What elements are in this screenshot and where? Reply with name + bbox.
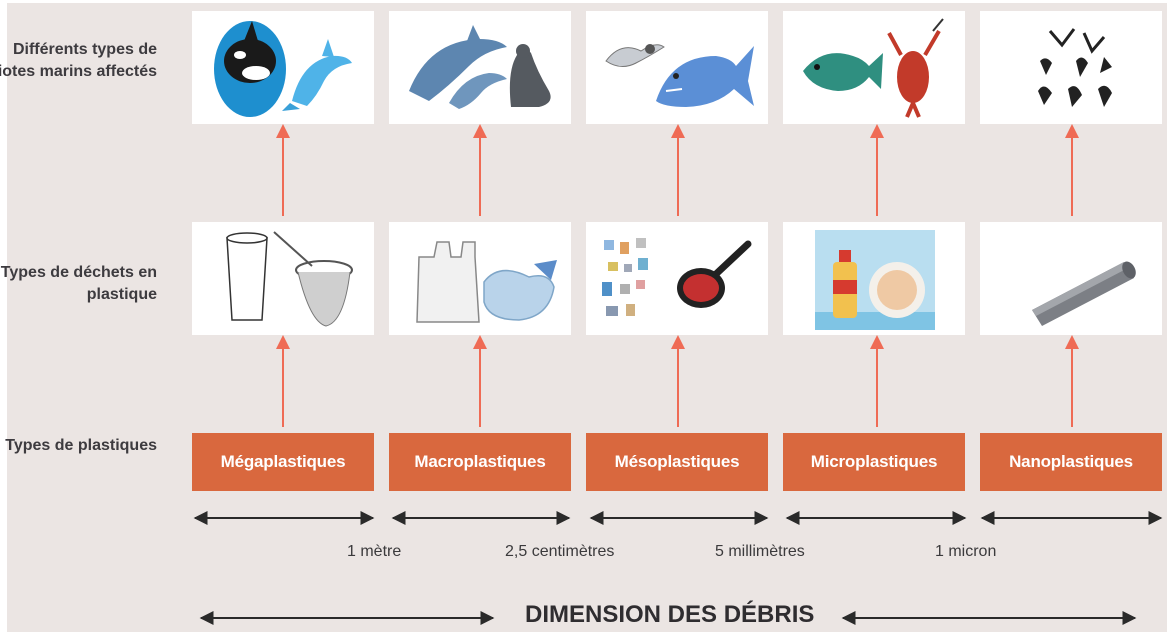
arrow-waste-3 <box>671 335 685 427</box>
scale-label-4: 1 micron <box>935 543 997 560</box>
plastic-type-nano: Nanoplastiques <box>980 433 1162 491</box>
biota-card-5 <box>980 11 1162 124</box>
nanotube-icon <box>1032 261 1136 326</box>
arrow-biota-5 <box>1065 124 1079 216</box>
arrow-biota-3 <box>671 124 685 216</box>
scale-label-1: 1 mètre <box>347 543 402 560</box>
fish-lobster-icon <box>803 18 944 118</box>
arrow-waste-4 <box>870 335 884 427</box>
waste-card-4 <box>783 222 965 335</box>
plastic-type-mega: Mégaplastiques <box>192 433 374 491</box>
arrow-waste-2 <box>473 335 487 427</box>
plankton-icon <box>1038 28 1112 107</box>
plastic-type-micro: Microplastiques <box>783 433 965 491</box>
waste-card-3 <box>586 222 768 335</box>
diagram-canvas: Différents types de biotes marins affect… <box>0 3 1167 632</box>
scale-arrows <box>193 511 1163 625</box>
arrow-biota-2 <box>473 124 487 216</box>
arrow-biota-4 <box>870 124 884 216</box>
scale-label-2: 2,5 centimètres <box>505 543 615 560</box>
biota-card-1 <box>192 11 374 124</box>
waste-card-2 <box>389 222 571 335</box>
plastic-type-macro: Macroplastiques <box>389 433 571 491</box>
scale-label-3: 5 millimètres <box>715 543 805 560</box>
plastic-bags-icon <box>416 241 557 323</box>
waste-card-1 <box>192 222 374 335</box>
dimension-title: DIMENSION DES DÉBRIS <box>525 601 815 628</box>
biota-card-3 <box>586 11 768 124</box>
bird-fish-icon <box>605 44 754 107</box>
row-label-waste: Types de déchets en plastique <box>0 264 157 303</box>
waste-card-5 <box>980 222 1162 335</box>
arrow-biota-1 <box>276 124 290 216</box>
row-label-biota: Différents types de biotes marins affect… <box>0 41 157 80</box>
fragments-brush-icon <box>602 238 752 316</box>
dolphins-seal-icon <box>409 25 551 109</box>
plastic-type-meso: Mésoplastiques <box>586 433 768 491</box>
cup-net-icon <box>226 231 353 327</box>
arrow-waste-1 <box>276 335 290 427</box>
row-label-plastics: Types de plastiques <box>5 437 157 454</box>
cosmetic-bottle-icon <box>815 230 935 330</box>
biota-card-4 <box>783 11 965 124</box>
orca-dolphin-icon <box>214 21 352 117</box>
arrow-waste-5 <box>1065 335 1079 427</box>
biota-card-2 <box>389 11 571 124</box>
